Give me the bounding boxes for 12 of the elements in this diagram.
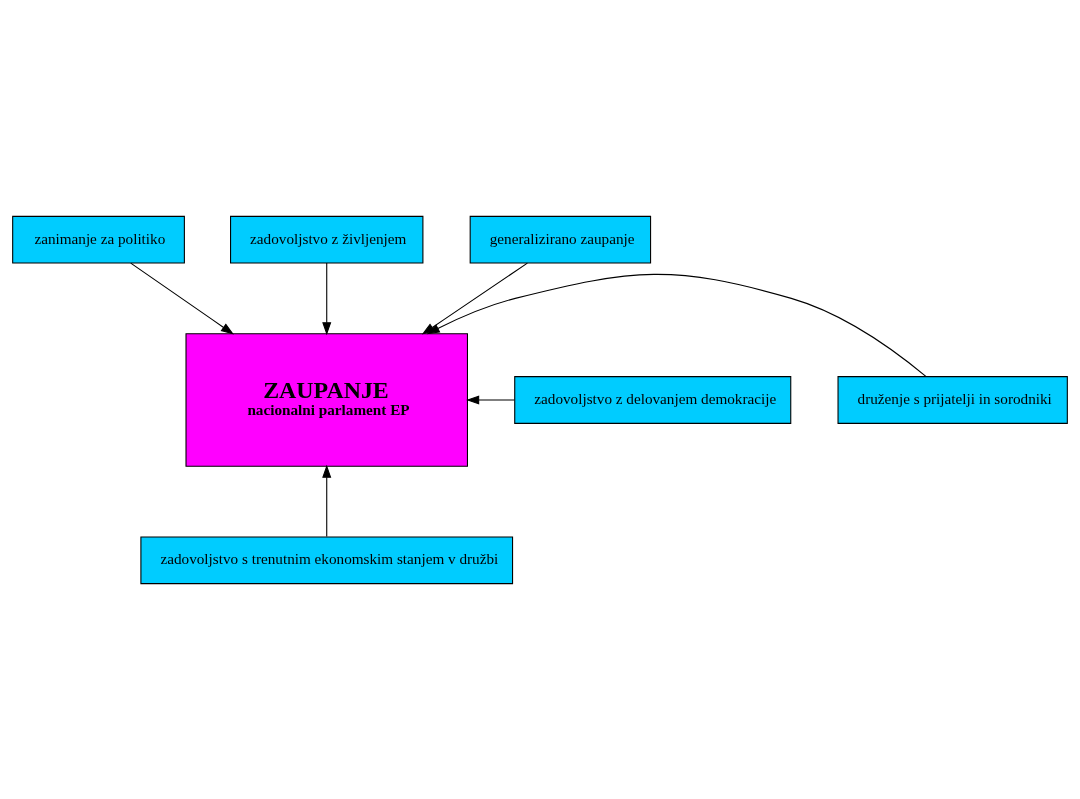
node-box: druženje s prijatelji in sorodniki xyxy=(837,375,1068,424)
arrow xyxy=(130,262,234,335)
node-box: zadovoljstvo z delovanjem demokracije xyxy=(514,375,792,424)
node-box: zadovoljstvo z življenjem xyxy=(230,215,424,264)
arrow xyxy=(426,273,927,377)
arrow xyxy=(322,464,332,537)
arrow xyxy=(466,394,515,405)
arrow xyxy=(322,262,332,335)
node-box: generalizirano zaupanje xyxy=(469,215,652,264)
node-box: zadovoljstvo s trenutnim ekonomskim stanjem v družbi xyxy=(140,535,514,584)
node-box: zanimanje za politiko xyxy=(12,215,185,264)
node-box: ZAUPANJE nacionalni parlament EP xyxy=(185,332,468,467)
